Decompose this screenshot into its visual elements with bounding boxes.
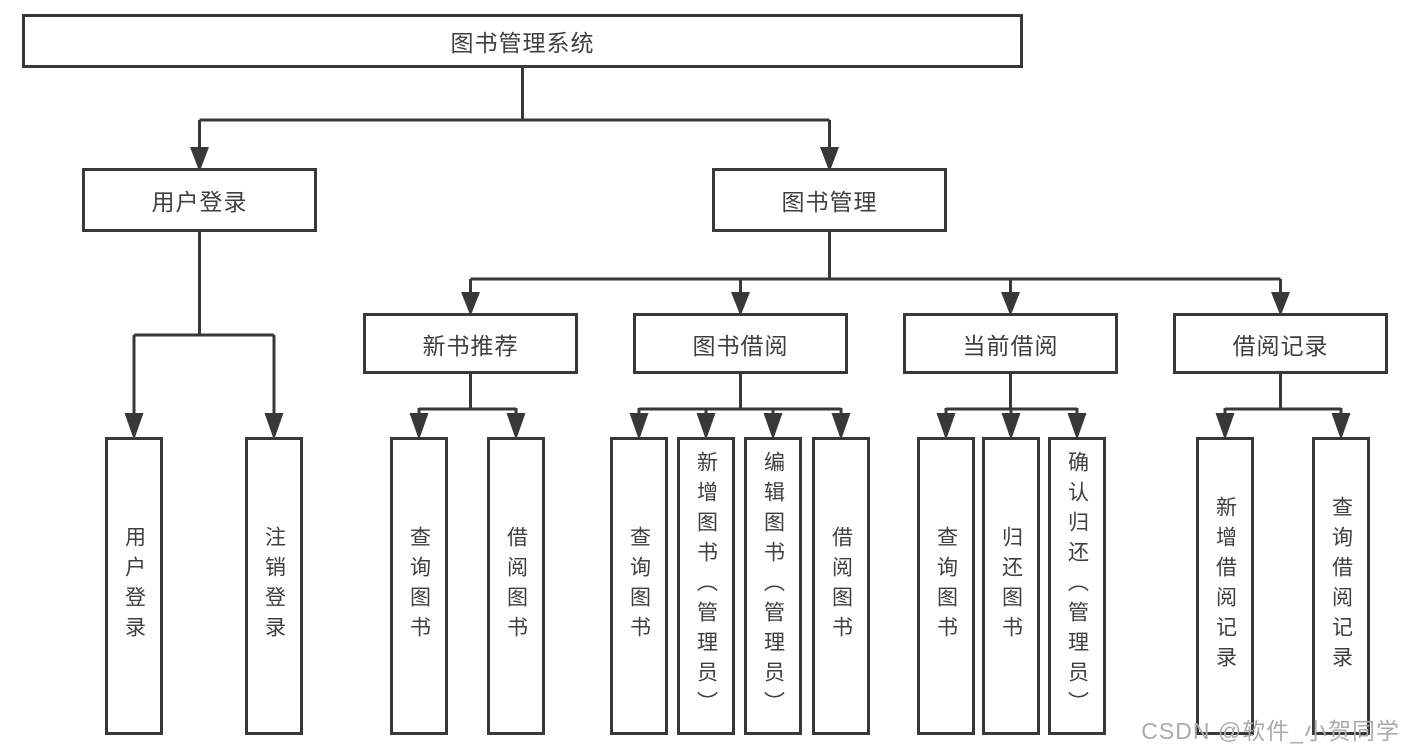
node-label: 注销登录 (262, 526, 286, 646)
node-book-management-module: 图书管理 (712, 168, 947, 232)
node-leaf-edit-book-admin: 编辑图书（管理员） (744, 437, 802, 735)
node-label: 图书管理 (781, 189, 878, 215)
node-borrowing-records: 借阅记录 (1173, 313, 1388, 374)
node-user-login-module: 用户登录 (82, 168, 317, 232)
node-label: 用户登录 (151, 189, 248, 215)
node-leaf-confirm-return-admin: 确认归还（管理员） (1048, 437, 1106, 735)
node-new-book-recommendation: 新书推荐 (363, 313, 578, 374)
node-leaf-add-book-admin: 新增图书（管理员） (677, 437, 735, 735)
node-book-borrowing: 图书借阅 (633, 313, 848, 374)
node-label: 当前借阅 (962, 332, 1059, 359)
node-label: 确认归还（管理员） (1065, 451, 1089, 721)
node-library-management-system: 图书管理系统 (22, 14, 1023, 68)
node-label: 归还图书 (999, 526, 1023, 646)
node-label: 新增借阅记录 (1213, 496, 1237, 676)
node-label: 查询图书 (627, 526, 651, 646)
node-label: 借阅图书 (829, 526, 853, 646)
node-label: 新书推荐 (422, 332, 519, 359)
watermark: CSDN @软件_小贺同学 (1141, 718, 1400, 744)
node-leaf-query-books-3: 查询图书 (917, 437, 975, 735)
node-leaf-add-borrow-record: 新增借阅记录 (1196, 437, 1254, 735)
node-leaf-borrow-books-2: 借阅图书 (812, 437, 870, 735)
node-label: 用户登录 (122, 526, 146, 646)
node-label: 图书借阅 (692, 332, 789, 359)
node-label: 新增图书（管理员） (694, 451, 718, 721)
node-label: 查询借阅记录 (1329, 496, 1353, 676)
node-label: 借阅记录 (1232, 332, 1329, 359)
node-leaf-return-book: 归还图书 (982, 437, 1040, 735)
node-leaf-query-borrow-record: 查询借阅记录 (1312, 437, 1370, 735)
node-label: 图书管理系统 (450, 30, 595, 56)
node-leaf-user-login: 用户登录 (105, 437, 163, 735)
node-leaf-logout: 注销登录 (245, 437, 303, 735)
node-label: 借阅图书 (504, 526, 528, 646)
node-current-borrowing: 当前借阅 (903, 313, 1118, 374)
node-leaf-query-books-2: 查询图书 (610, 437, 668, 735)
node-leaf-borrow-books-1: 借阅图书 (487, 437, 545, 735)
node-label: 编辑图书（管理员） (761, 451, 785, 721)
node-label: 查询图书 (934, 526, 958, 646)
node-label: 查询图书 (407, 526, 431, 646)
node-leaf-query-books-1: 查询图书 (390, 437, 448, 735)
